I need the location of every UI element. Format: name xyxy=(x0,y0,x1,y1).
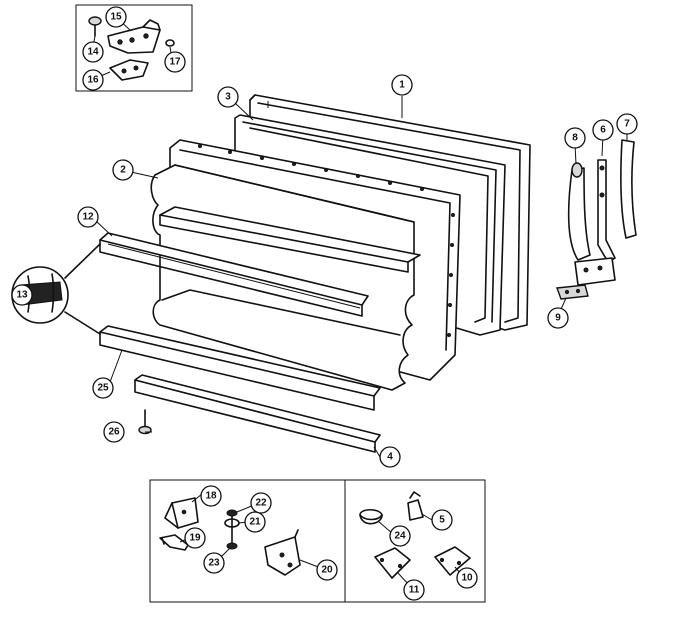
svg-text:21: 21 xyxy=(249,517,261,528)
callout-20: 20 xyxy=(316,559,338,581)
callout-18: 18 xyxy=(200,485,222,507)
callout-1: 1 xyxy=(391,74,413,96)
callout-3: 3 xyxy=(217,86,239,108)
callout-4: 4 xyxy=(379,446,401,468)
callout-8: 8 xyxy=(564,127,586,149)
door-shelf-front xyxy=(99,325,381,411)
svg-text:1: 1 xyxy=(399,80,405,91)
svg-text:17: 17 xyxy=(169,57,181,68)
door-shelf-bar xyxy=(64,232,369,335)
svg-text:6: 6 xyxy=(600,125,606,136)
callout-13: 13 xyxy=(11,284,33,306)
callout-6: 6 xyxy=(592,119,614,141)
callout-24: 24 xyxy=(389,525,411,547)
callout-12: 12 xyxy=(77,206,99,228)
svg-text:8: 8 xyxy=(572,133,578,144)
svg-text:12: 12 xyxy=(82,212,94,223)
svg-text:26: 26 xyxy=(108,427,120,438)
svg-text:2: 2 xyxy=(120,165,126,176)
callout-26: 26 xyxy=(103,421,125,443)
screw-26 xyxy=(138,409,152,435)
door-handle-parts xyxy=(556,139,637,300)
svg-text:7: 7 xyxy=(624,119,630,130)
breaker-strip xyxy=(134,374,381,453)
callout-10: 10 xyxy=(456,567,478,589)
callout-5: 5 xyxy=(431,509,453,531)
callout-23: 23 xyxy=(203,552,225,574)
svg-text:16: 16 xyxy=(87,75,99,86)
callout-22: 22 xyxy=(250,492,272,514)
hinge-inset-box xyxy=(75,4,193,92)
callout-2: 2 xyxy=(112,159,134,181)
callout-15: 15 xyxy=(105,6,127,28)
callout-19: 19 xyxy=(184,527,206,549)
callout-11: 11 xyxy=(403,579,425,601)
svg-text:20: 20 xyxy=(321,565,333,576)
svg-text:5: 5 xyxy=(439,515,445,526)
svg-text:11: 11 xyxy=(409,585,420,596)
svg-text:18: 18 xyxy=(205,491,217,502)
svg-text:23: 23 xyxy=(208,558,220,569)
callout-21: 21 xyxy=(244,511,266,533)
svg-text:9: 9 xyxy=(555,313,561,324)
svg-text:10: 10 xyxy=(461,573,473,584)
bottom-inset-box xyxy=(149,479,486,603)
svg-text:4: 4 xyxy=(387,452,393,463)
svg-text:13: 13 xyxy=(16,290,28,301)
callout-9: 9 xyxy=(547,307,569,329)
callout-17: 17 xyxy=(164,51,186,73)
callout-14: 14 xyxy=(82,41,104,63)
svg-text:24: 24 xyxy=(394,531,406,542)
callout-25: 25 xyxy=(92,377,114,399)
svg-text:25: 25 xyxy=(97,383,109,394)
svg-text:15: 15 xyxy=(110,12,122,23)
svg-text:3: 3 xyxy=(225,92,231,103)
svg-text:14: 14 xyxy=(87,47,99,58)
callout-7: 7 xyxy=(616,113,638,135)
svg-text:22: 22 xyxy=(255,498,267,509)
callout-16: 16 xyxy=(82,69,104,91)
svg-text:19: 19 xyxy=(189,533,201,544)
